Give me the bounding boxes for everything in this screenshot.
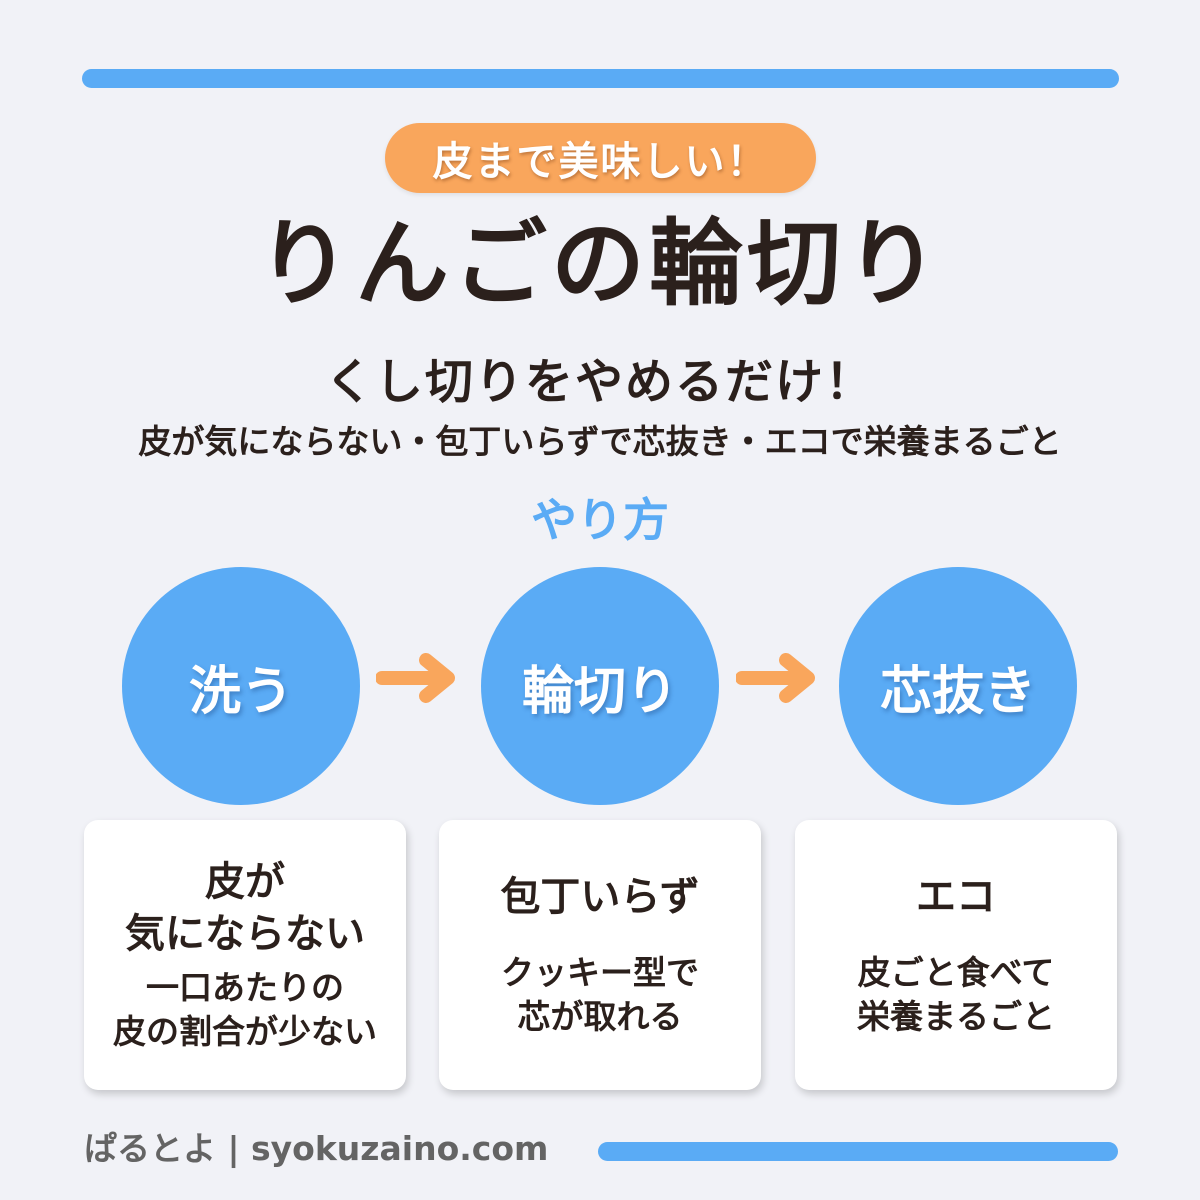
benefit-card-eco: エコ 皮ごと食べて 栄養まるごと [795,820,1117,1090]
arrow-right-icon [376,653,455,703]
card-body: 皮ごと食べて [857,953,1055,992]
step-core: 芯抜き [839,567,1077,805]
card-body: 芯が取れる [517,997,683,1036]
step-label: 輪切り [521,661,678,722]
benefit-card-skin: 皮が 気にならない 一口あたりの 皮の割合が少ない [84,820,406,1090]
step-wash: 洗う [122,567,360,805]
arrow-right-icon [736,653,815,703]
footer-credit: ぱるとよ | syokuzaino.com [84,1129,549,1168]
bottom-accent-bar [598,1142,1118,1161]
benefit-card-no-knife: 包丁いらず クッキー型で 芯が取れる [439,820,761,1090]
card-heading: 気にならない [125,911,365,957]
page-title: りんごの輪切り [256,210,943,319]
step-label: 洗う [188,661,293,722]
badge-text: 皮まで美味しい！ [432,139,769,185]
card-heading: 包丁いらず [500,874,700,920]
card-body: 栄養まるごと [857,997,1055,1036]
card-body: 一口あたりの [146,968,344,1007]
card-heading: 皮が [205,859,285,905]
card-heading: エコ [916,874,996,920]
benefits-tagline: 皮が気にならない・包丁いらずで芯抜き・エコで栄養まるごと [138,422,1062,461]
top-accent-bar [82,69,1119,88]
method-heading: やり方 [531,493,669,547]
badge-pill: 皮まで美味しい！ [385,123,816,193]
page-subtitle: くし切りをやめるだけ！ [324,354,875,410]
card-body: 皮の割合が少ない [113,1012,377,1051]
step-slice: 輪切り [481,567,719,805]
step-label: 芯抜き [879,661,1036,722]
card-body: クッキー型で [501,953,699,992]
